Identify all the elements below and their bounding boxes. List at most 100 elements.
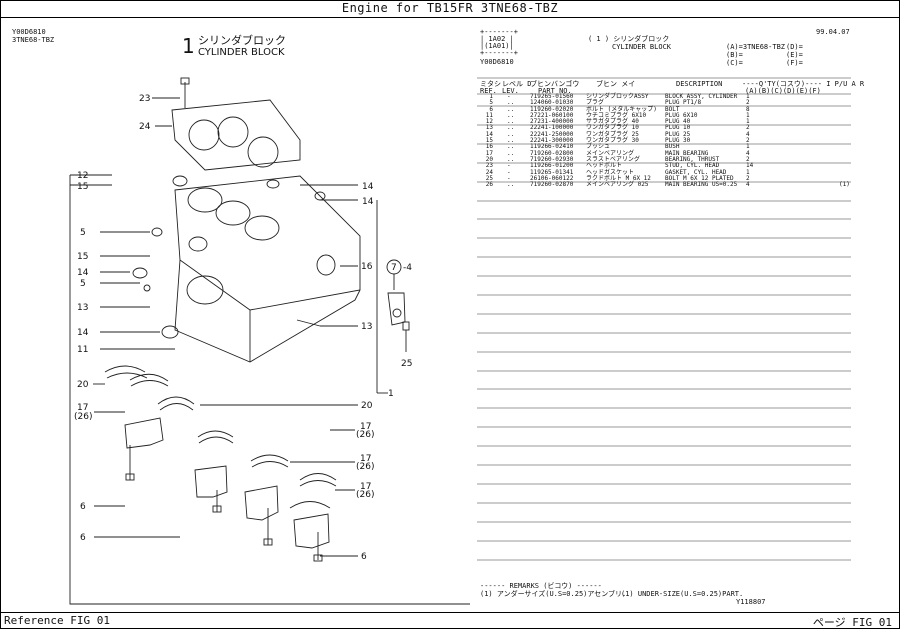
name-cell: ラクドボルト M 6X 12 bbox=[586, 174, 651, 182]
lev-cell: .. bbox=[507, 181, 515, 189]
callout-16: 16 bbox=[361, 262, 373, 272]
hdr-lev-jp: レベル D bbox=[502, 80, 532, 88]
part-cell: 719260-02930 bbox=[530, 155, 574, 163]
callout-26r1: (26) bbox=[356, 430, 374, 440]
qty-cell: 1 bbox=[746, 111, 750, 119]
hdr-name-jp: ブヒン メイ bbox=[596, 80, 636, 88]
date: 99.04.07 bbox=[816, 28, 850, 36]
qty-cell: 2 bbox=[746, 99, 750, 107]
ref-cell: 15 bbox=[485, 137, 493, 145]
fig-ref-en: CYLINDER BLOCK bbox=[612, 43, 672, 51]
qty-cell: 2 bbox=[746, 137, 750, 145]
lev-cell: .. bbox=[507, 99, 515, 107]
callout-14r2: 14 bbox=[362, 197, 374, 207]
name-cell: ウチコミプラグ 6X10 bbox=[586, 111, 647, 119]
desc-cell: PLUG 40 bbox=[665, 118, 691, 126]
footer-bar bbox=[0, 612, 900, 630]
part-cell: 22241-100000 bbox=[530, 124, 574, 132]
remarks-title: ------ REMARKS (ビコウ) ------ bbox=[480, 582, 602, 590]
part-cell: 27221-060100 bbox=[530, 111, 574, 119]
callout-14: 14 bbox=[77, 268, 89, 278]
table-rule-lines bbox=[477, 77, 851, 561]
name-cell: ワンガタプラグ 25 bbox=[586, 130, 639, 138]
part-cell: 719265-01560 bbox=[530, 93, 574, 100]
callout-5: 5 bbox=[80, 228, 86, 238]
fig-title-en: CYLINDER BLOCK bbox=[198, 47, 285, 58]
lev-cell: .. bbox=[507, 143, 515, 151]
lev-cell: .. bbox=[507, 137, 515, 145]
callout-20: 20 bbox=[77, 380, 89, 390]
desc-cell: PLUG PT1/8 bbox=[665, 99, 702, 107]
part-cell: 719260-02800 bbox=[530, 149, 574, 157]
lev-cell: - bbox=[507, 93, 511, 100]
desc-cell: PLUG 10 bbox=[665, 124, 691, 132]
qty-cell: 1 bbox=[746, 143, 750, 151]
ref-cell: 26 bbox=[485, 181, 493, 189]
part-cell: 119265-01341 bbox=[530, 168, 574, 176]
part-cell: 119266-01200 bbox=[530, 162, 574, 170]
qty-cell: 1 bbox=[746, 93, 750, 100]
title-bar bbox=[0, 0, 900, 18]
remarks-line1-jp: (1) アンダーサイズ(U.S=0.25)アセンブリ. bbox=[480, 590, 627, 598]
page-title: Engine for TB15FR 3TNE68-TBZ bbox=[341, 1, 559, 15]
callout-6r: 6 bbox=[361, 552, 367, 562]
model-a: (A)=3TNE68-TBZ bbox=[726, 43, 786, 51]
desc-cell: BOLT M 6X 12 PLATED bbox=[665, 174, 734, 182]
name-cell: ボルト (メタルキャップ) bbox=[586, 105, 657, 113]
desc-cell: BEARING, THRUST bbox=[665, 155, 720, 163]
ref-cell: 6 bbox=[489, 105, 493, 113]
box-top: +-------+ bbox=[480, 28, 518, 36]
hdr-desc: DESCRIPTION bbox=[676, 80, 723, 88]
name-cell: メインベアリング 025 bbox=[586, 181, 649, 189]
qty-cell: 2 bbox=[746, 155, 750, 163]
callout-1: 1 bbox=[388, 389, 394, 399]
name-cell: スラストベアリング bbox=[586, 155, 640, 163]
model-f: (F)= bbox=[786, 59, 803, 67]
callout-13r: 13 bbox=[361, 322, 372, 332]
footer-right: ページ FIG 01 bbox=[812, 616, 892, 629]
lev-cell: .. bbox=[507, 105, 515, 113]
ref-cell: 5 bbox=[489, 99, 493, 107]
callout-24: 24 bbox=[139, 122, 151, 132]
callout-26a: (26) bbox=[74, 412, 92, 422]
model-d: (D)= bbox=[786, 43, 803, 51]
fig-number: 1 bbox=[182, 34, 195, 58]
desc-cell: PLUG 25 bbox=[665, 130, 691, 138]
lev-cell: .. bbox=[507, 124, 515, 132]
callout-13: 13 bbox=[77, 303, 88, 313]
box-line2: |(1A01)| bbox=[480, 42, 514, 50]
part-cell: 22241-300000 bbox=[530, 137, 574, 145]
ref-cell: 20 bbox=[485, 155, 493, 163]
model-b: (B)= bbox=[726, 51, 743, 59]
qty-cell: 2 bbox=[746, 174, 750, 182]
callout-7: 7 bbox=[391, 263, 397, 273]
qty-cell: 1 bbox=[746, 168, 750, 176]
callout-6a: 6 bbox=[80, 502, 86, 512]
callout-25: 25 bbox=[401, 359, 412, 369]
callout-12: 12 bbox=[77, 171, 88, 181]
ref-cell: 14 bbox=[485, 130, 493, 138]
fig-title-jp: シリンダブロック bbox=[198, 34, 286, 47]
part-cell: 26106-060122 bbox=[530, 174, 574, 182]
box-bottom: +-------+ bbox=[480, 49, 518, 57]
left-code: Y00D6810 bbox=[12, 28, 46, 36]
qty-cell: 2 bbox=[746, 124, 750, 132]
ref-cell: 13 bbox=[485, 124, 493, 132]
name-cell: ブッシュ bbox=[586, 143, 611, 151]
callout-26r2: (26) bbox=[356, 462, 374, 472]
callout-17a: 17 bbox=[77, 403, 88, 413]
hdr-ref-jp: ミタシ bbox=[480, 80, 501, 88]
name-cell: サラガタプラグ 40 bbox=[586, 118, 639, 126]
desc-cell: GASKET, CYL. HEAD bbox=[665, 168, 727, 176]
lev-cell: - bbox=[507, 162, 511, 170]
callout-15b: 15 bbox=[77, 252, 88, 262]
desc-cell: PLUG 6X10 bbox=[665, 111, 698, 119]
part-cell: 27231-400000 bbox=[530, 118, 574, 126]
lev-cell: - bbox=[507, 174, 511, 182]
